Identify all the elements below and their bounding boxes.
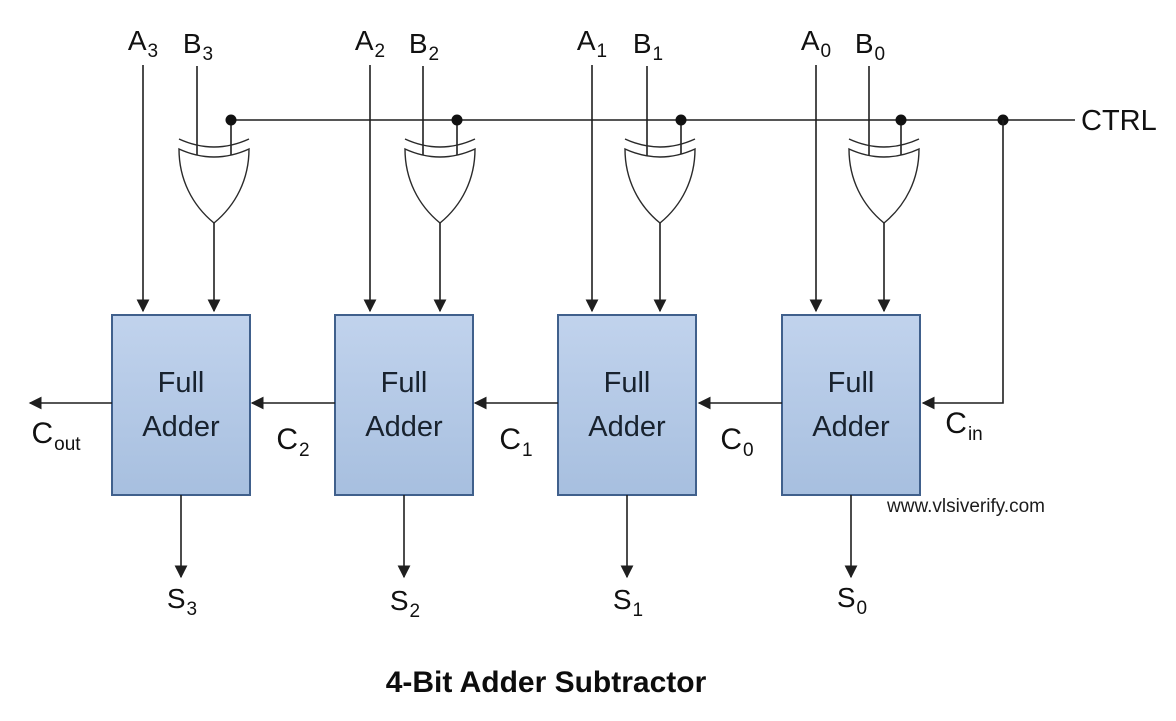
sum-label-s2: S2 (390, 584, 420, 622)
xor-gate-0 (848, 138, 920, 224)
carry-label-c2: C2 (276, 423, 309, 461)
sum-label-s2-sub: 2 (409, 601, 421, 622)
carry-label-c2-base: C (276, 423, 299, 456)
input-label-a2-sub: 2 (374, 41, 386, 62)
carry-label-c0-base: C (720, 423, 743, 456)
input-label-b3-base: B (182, 28, 202, 59)
input-label-b2: B2 (409, 27, 439, 65)
carry-label-cout-sub: out (54, 434, 81, 455)
input-label-b1-sub: 1 (652, 44, 664, 65)
sum-label-s1-sub: 1 (632, 600, 644, 621)
carry-chain-wires (28, 120, 1004, 410)
carry-label-c1: C1 (499, 423, 532, 461)
carry-label-c0: C0 (720, 423, 753, 461)
input-label-b0: B0 (855, 27, 885, 65)
ctrl-junction-dots (225, 114, 1009, 126)
cin-wire (921, 120, 1004, 410)
input-label-b3: B3 (183, 27, 213, 65)
sum-label-s3-base: S (166, 583, 186, 614)
input-label-a2-base: A (354, 25, 374, 56)
watermark-text: www.vlsiverify.com (887, 496, 1045, 517)
carry-label-cout-base: C (31, 417, 54, 450)
input-label-a1: A1 (577, 24, 607, 62)
carry-label-cin-base: C (945, 407, 967, 440)
input-label-b0-sub: 0 (874, 44, 886, 65)
input-label-b2-base: B (408, 28, 428, 59)
full-adder-boxes (111, 314, 921, 496)
sum-label-s0-sub: 0 (856, 598, 868, 619)
sum-output-wires (174, 495, 858, 579)
full-adder-box-0 (781, 314, 921, 496)
carry-label-c2-sub: 2 (299, 440, 310, 461)
input-label-a3-base: A (127, 25, 147, 56)
sum-label-s1-base: S (612, 584, 632, 615)
carry-label-c1-sub: 1 (522, 440, 533, 461)
input-label-b3-sub: 3 (202, 44, 214, 65)
carry-label-cin: Cin (945, 407, 982, 445)
carry-label-cout: Cout (31, 417, 80, 455)
input-label-b2-sub: 2 (428, 44, 440, 65)
sum-label-s2-base: S (389, 585, 409, 616)
diagram-title: 4-Bit Adder Subtractor (385, 666, 707, 699)
input-label-a3-sub: 3 (147, 41, 159, 62)
input-label-a1-base: A (576, 25, 596, 56)
xor-gate-3 (178, 138, 250, 224)
input-label-b0-base: B (854, 28, 874, 59)
sum-label-s0: S0 (837, 581, 867, 619)
ctrl-label: CTRL (1081, 105, 1157, 137)
b-input-wires (196, 66, 870, 166)
full-adder-box-2 (334, 314, 474, 496)
sum-label-s3-sub: 3 (186, 599, 198, 620)
sum-label-s0-base: S (836, 582, 856, 613)
input-label-a2: A2 (355, 24, 385, 62)
sum-label-s1: S1 (613, 583, 643, 621)
full-adder-box-3 (111, 314, 251, 496)
xor-gate-1 (624, 138, 696, 224)
carry-label-c0-sub: 0 (743, 440, 754, 461)
ctrl-node-dot-3 (225, 114, 237, 126)
ctrl-node-dot-0 (895, 114, 907, 126)
input-label-a0-sub: 0 (820, 41, 832, 62)
xor-gate-2 (404, 138, 476, 224)
full-adder-box-1 (557, 314, 697, 496)
a-input-wires (136, 65, 823, 313)
input-label-b1: B1 (633, 27, 663, 65)
ctrl-node-dot-1 (675, 114, 687, 126)
input-label-a0: A0 (801, 24, 831, 62)
carry-label-cin-sub: in (967, 424, 983, 445)
carry-label-c1-base: C (499, 423, 522, 456)
input-label-a0-base: A (800, 25, 820, 56)
input-label-b1-base: B (632, 28, 652, 59)
input-label-a1-sub: 1 (596, 41, 608, 62)
sum-label-s3: S3 (167, 582, 197, 620)
input-label-a3: A3 (128, 24, 158, 62)
xor-output-wires (207, 223, 891, 313)
ctrl-node-dot-2 (451, 114, 463, 126)
